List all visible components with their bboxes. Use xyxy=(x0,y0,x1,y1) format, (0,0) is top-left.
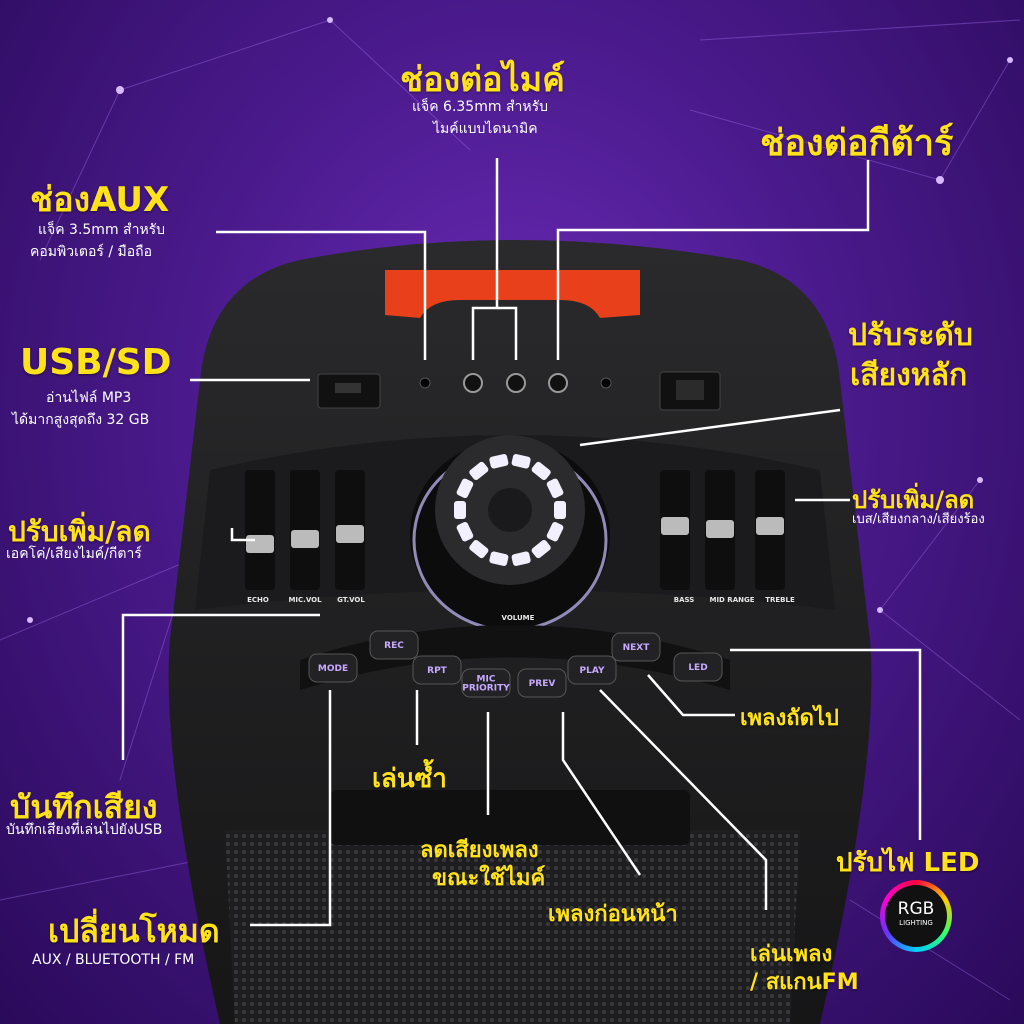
knob-light-segment xyxy=(456,478,474,499)
left-adjust-desc: เอคโค่/เสียงไมค์/กีตาร์ xyxy=(6,546,142,562)
right-adjust-title: ปรับเพิ่ม/ลด xyxy=(852,486,975,514)
knob-light-segment xyxy=(554,501,566,519)
button-label: REC xyxy=(384,641,404,651)
usb-sd-title: USB/SD xyxy=(20,342,172,383)
knob-light-segment xyxy=(511,551,531,567)
mic-jack-desc-1: แจ็ค 6.35mm สำหรับ xyxy=(412,99,548,115)
usb-sd-desc-1: อ่านไฟล์ MP3 xyxy=(46,390,132,406)
mode-button[interactable]: MODE xyxy=(308,653,358,683)
volume-knob-lights xyxy=(454,453,566,567)
volume-label: VOLUME xyxy=(502,614,535,622)
right-adjust-desc: เบส/เสียงกลาง/เสียงร้อง xyxy=(852,512,985,527)
usb-sd-desc-2: ได้มากสูงสุดถึง 32 GB xyxy=(12,412,150,428)
knob-light-segment xyxy=(546,478,564,499)
button-label: LED xyxy=(688,663,707,673)
play-title-1: เล่นเพลง xyxy=(750,942,833,967)
input-jacks xyxy=(419,373,612,393)
button-label: RPT xyxy=(427,666,448,676)
rpt-button[interactable]: RPT xyxy=(412,655,462,685)
knob-light-segment xyxy=(531,540,551,559)
button-label: PRIORITY xyxy=(462,684,510,694)
button-label: MODE xyxy=(318,664,348,674)
knob-light-segment xyxy=(546,521,564,542)
knob-light-segment xyxy=(489,551,509,567)
prev-button[interactable]: PREV xyxy=(517,668,567,698)
knob-light-segment xyxy=(489,453,509,469)
main-volume-title-2: เสียงหลัก xyxy=(850,358,968,393)
aux-desc-2: คอมพิวเตอร์ / มือถือ xyxy=(30,244,153,260)
left-sliders xyxy=(245,470,365,590)
slider-label-echo: ECHO xyxy=(247,596,269,604)
led-title: ปรับไฟ LED xyxy=(836,848,980,878)
rgb-badge-line1: RGB xyxy=(897,899,935,919)
mic-jack-desc-2: ไมค์แบบไดนามิค xyxy=(433,121,538,137)
button-label: MIC xyxy=(477,675,496,685)
record-desc: บันทึกเสียงที่เล่นไปยังUSB xyxy=(6,822,163,838)
repeat-title: เล่นซ้ำ xyxy=(372,764,447,794)
play-button[interactable]: PLAY xyxy=(567,655,617,685)
slider-label-bass: BASS xyxy=(674,596,695,604)
button-label: PLAY xyxy=(580,666,605,676)
rec-button[interactable]: REC xyxy=(369,630,419,660)
aux-desc-1: แจ็ค 3.5mm สำหรับ xyxy=(38,222,166,238)
mic-priority-title-1: ลดเสียงเพลง xyxy=(420,838,539,863)
slider-label-mid-range: MID RANGE xyxy=(709,596,754,604)
knob-light-segment xyxy=(469,540,489,559)
mic-priority-title-2: ขณะใช้ไมค์ xyxy=(432,866,546,891)
slider-label-mic-vol: MIC.VOL xyxy=(288,596,322,604)
right-sliders xyxy=(660,470,785,590)
button-label: PREV xyxy=(529,679,556,689)
knob-light-segment xyxy=(469,461,489,480)
rgb-lighting-badge: RGB LIGHTING xyxy=(880,880,952,952)
next-track-title: เพลงถัดไป xyxy=(740,706,839,731)
mode-desc: AUX / BLUETOOTH / FM xyxy=(32,952,195,968)
mic-jack-title: ช่องต่อไมค์ xyxy=(400,60,565,100)
knob-light-segment xyxy=(531,461,551,480)
main-volume-title-1: ปรับระดับ xyxy=(848,318,973,353)
guitar-jack-title: ช่องต่อกีต้าร์ xyxy=(760,123,954,164)
slider-label-gt-vol: GT.VOL xyxy=(337,596,365,604)
knob-light-segment xyxy=(456,521,474,542)
slider-label-treble: TREBLE xyxy=(765,596,795,604)
button-label: NEXT xyxy=(623,643,651,653)
knob-light-segment xyxy=(454,501,466,519)
prev-track-title: เพลงก่อนหน้า xyxy=(548,902,678,927)
led-button[interactable]: LED xyxy=(673,652,723,682)
play-title-2: / สแกนFM xyxy=(750,970,859,995)
rgb-badge-line2: LIGHTING xyxy=(899,919,933,927)
next-button[interactable]: NEXT xyxy=(611,632,661,662)
mode-title: เปลี่ยนโหมด xyxy=(48,912,220,950)
left-adjust-title: ปรับเพิ่ม/ลด xyxy=(8,515,151,548)
aux-title: ช่องAUX xyxy=(30,180,170,220)
knob-light-segment xyxy=(511,453,531,469)
record-title: บันทึกเสียง xyxy=(10,788,158,826)
